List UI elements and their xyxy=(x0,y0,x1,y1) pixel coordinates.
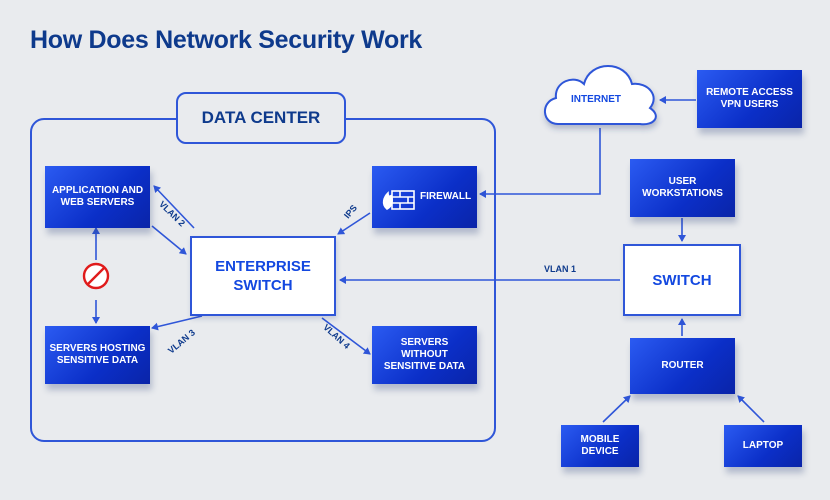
firewall-node: FIREWALL xyxy=(372,166,477,228)
laptop-node: LAPTOP xyxy=(724,425,802,467)
servers-non-sensitive-node: SERVERS WITHOUT SENSITIVE DATA xyxy=(372,326,477,384)
enterprise-switch-node: ENTERPRISE SWITCH xyxy=(190,236,336,316)
link-app-enterprise xyxy=(151,225,187,255)
link-internet-firewall xyxy=(479,128,601,198)
remote-access-label: REMOTE ACCESS VPN USERS xyxy=(706,87,793,110)
page-title: How Does Network Security Work xyxy=(30,26,423,54)
app-servers-node: APPLICATION AND WEB SERVERS xyxy=(45,166,150,228)
app-servers-label: APPLICATION AND WEB SERVERS xyxy=(51,185,144,208)
enterprise-switch-label: ENTERPRISE SWITCH xyxy=(215,258,311,294)
link-firewall-enterprise xyxy=(337,212,371,235)
link-vlan3 xyxy=(151,315,203,331)
link-mobile-router xyxy=(602,395,631,423)
firewall-label: FIREWALL xyxy=(420,191,472,202)
router-label: ROUTER xyxy=(661,360,704,371)
data-center-label: DATA CENTER xyxy=(176,92,346,144)
link-laptop-router xyxy=(737,395,765,423)
mobile-device-label: MOBILE DEVICE xyxy=(580,434,620,457)
vlan1-label: VLAN 1 xyxy=(544,264,577,274)
no-entry-icon xyxy=(82,262,110,290)
servers-non-sensitive-label: SERVERS WITHOUT SENSITIVE DATA xyxy=(383,337,466,372)
switch-node: SWITCH xyxy=(623,244,741,316)
user-workstations-label: USER WORKSTATIONS xyxy=(642,176,723,199)
mobile-device-node: MOBILE DEVICE xyxy=(561,425,639,467)
servers-sensitive-label: SERVERS HOSTING SENSITIVE DATA xyxy=(49,343,146,366)
link-vlan2 xyxy=(153,185,195,229)
internet-label: INTERNET xyxy=(571,94,621,105)
cloud-icon xyxy=(544,65,657,126)
laptop-label: LAPTOP xyxy=(742,440,784,451)
user-workstations-node: USER WORKSTATIONS xyxy=(630,159,735,217)
router-node: ROUTER xyxy=(630,338,735,394)
firewall-icon xyxy=(382,190,415,210)
switch-label: SWITCH xyxy=(652,271,712,289)
remote-access-node: REMOTE ACCESS VPN USERS xyxy=(697,70,802,128)
servers-sensitive-node: SERVERS HOSTING SENSITIVE DATA xyxy=(45,326,150,384)
link-vlan4 xyxy=(321,317,371,355)
